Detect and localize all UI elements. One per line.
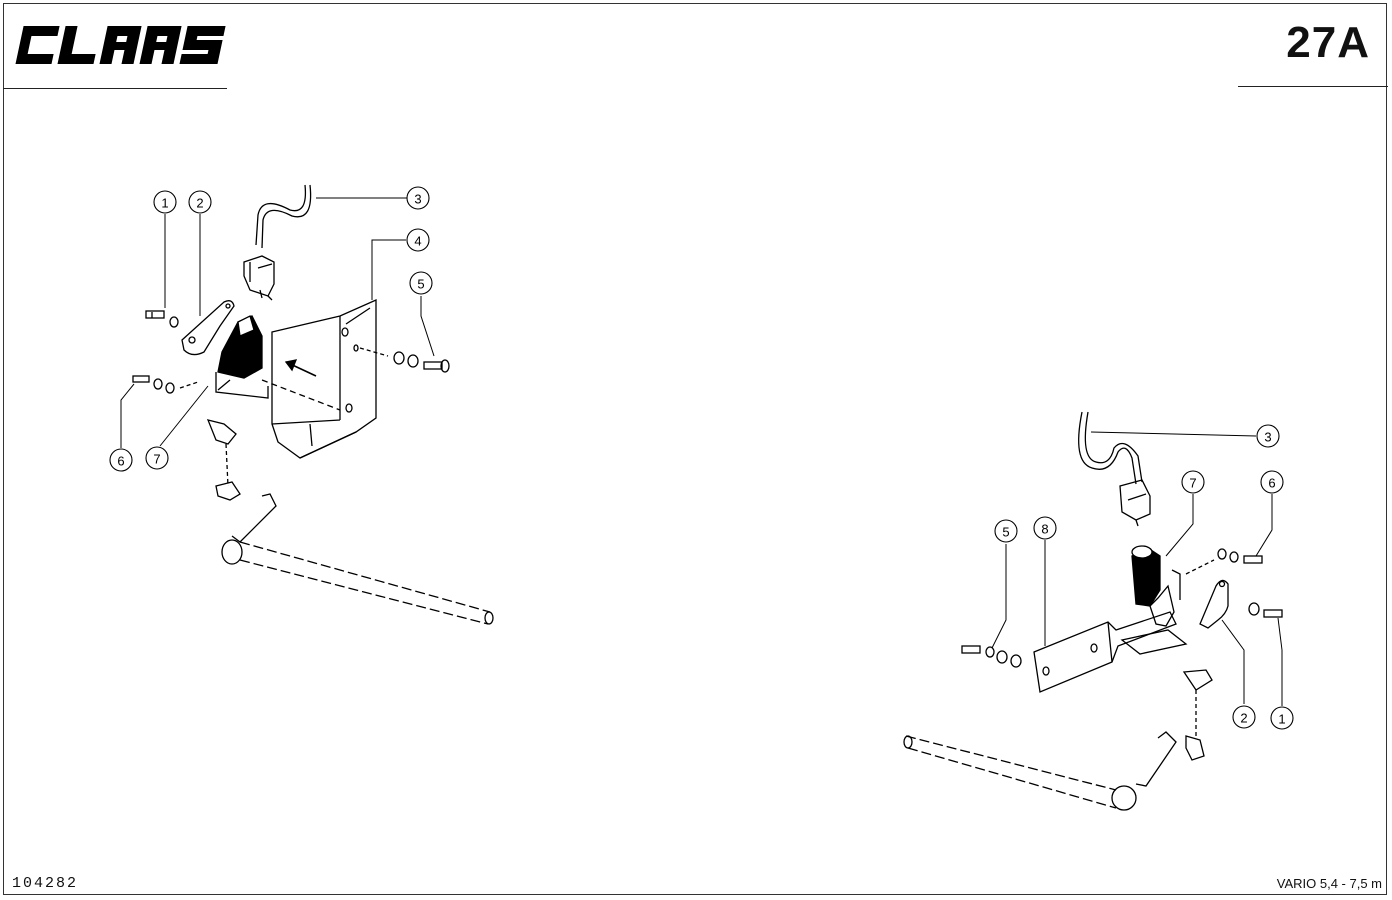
- right-callout-1-circle: [1270, 706, 1294, 730]
- left-bolt-6: [132, 375, 199, 394]
- left-callout-7-circle: [145, 446, 169, 470]
- header-rule-right: [1238, 86, 1388, 87]
- left-bolt-5: [359, 347, 450, 373]
- right-bolt-1: [1248, 602, 1283, 618]
- left-callout-1-circle: [153, 190, 177, 214]
- right-callout-8: 8: [1041, 522, 1048, 537]
- left-callout-3-circle: [406, 186, 430, 210]
- left-callout-5-circle: [409, 271, 433, 295]
- left-cable: [255, 184, 307, 246]
- right-sensor-plug: [1119, 479, 1151, 521]
- right-link-rod: [903, 669, 1213, 811]
- left-lever-plate: [181, 300, 235, 356]
- right-callout-2: 2: [1240, 711, 1247, 726]
- left-callout-4: 4: [414, 234, 421, 249]
- right-callout-6-circle: [1260, 470, 1284, 494]
- left-link-rod: [206, 419, 494, 625]
- right-callout-5: 5: [1002, 525, 1009, 540]
- right-callout-3-circle: [1256, 424, 1280, 448]
- left-callout-6: 6: [117, 454, 124, 469]
- page-number: 27A: [1286, 18, 1370, 67]
- right-lever-plate: [1199, 579, 1229, 629]
- left-bracket: [271, 298, 377, 459]
- left-callout-1: 1: [161, 196, 168, 211]
- right-callout-7: 7: [1189, 476, 1196, 491]
- left-callout-6-circle: [109, 448, 133, 472]
- right-assembly: [903, 411, 1283, 811]
- left-callout-4-circle: [406, 228, 430, 252]
- right-callout-1: 1: [1278, 712, 1285, 727]
- right-callout-8-circle: [1033, 516, 1057, 540]
- left-callout-3: 3: [414, 192, 421, 207]
- right-cable: [1078, 411, 1137, 485]
- right-callout-5-circle: [994, 519, 1018, 543]
- right-callout-3: 3: [1264, 430, 1271, 445]
- left-bolt-1: [145, 310, 179, 328]
- right-callout-2-circle: [1232, 705, 1256, 729]
- claas-logo: [15, 26, 226, 64]
- left-sensor-plug: [243, 255, 275, 297]
- sheet-frame: [3, 3, 1387, 895]
- right-bolt-5: [961, 645, 1022, 668]
- left-callout-7: 7: [153, 452, 160, 467]
- left-callout-2: 2: [196, 196, 203, 211]
- left-callout-2-circle: [188, 190, 212, 214]
- right-callout-6: 6: [1268, 476, 1275, 491]
- right-callout-7-circle: [1181, 470, 1205, 494]
- model-label: VARIO 5,4 - 7,5 m: [1276, 876, 1382, 891]
- right-bolt-6: [1185, 548, 1263, 575]
- header-rule-left: [3, 88, 227, 89]
- left-assembly: [132, 184, 494, 625]
- document-number: 104282: [12, 875, 79, 892]
- left-callout-5: 5: [417, 277, 424, 292]
- right-base-plate: [1033, 611, 1177, 693]
